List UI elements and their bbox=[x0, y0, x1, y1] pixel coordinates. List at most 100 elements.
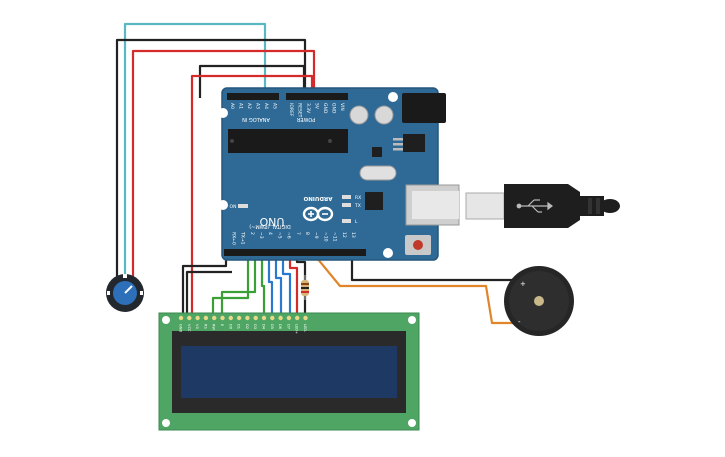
lcd-pin-label: D2 bbox=[245, 324, 249, 329]
power-pin-label: RESET bbox=[297, 103, 303, 118]
l-led-label: L bbox=[355, 219, 358, 225]
lcd-pin[interactable] bbox=[220, 315, 225, 321]
tx-led-label: TX bbox=[354, 203, 361, 209]
lcd-screen bbox=[181, 346, 397, 398]
mount-hole bbox=[162, 419, 170, 427]
lcd-pin[interactable] bbox=[195, 315, 200, 321]
digital-pin-label: ~11 bbox=[332, 232, 338, 242]
lcd-pin[interactable] bbox=[278, 315, 283, 321]
piezo-buzzer[interactable]: + - bbox=[504, 266, 574, 336]
digital-pin-label: 12 bbox=[341, 232, 347, 238]
crystal bbox=[359, 165, 397, 181]
lcd-pin[interactable] bbox=[253, 315, 258, 321]
power-header-label: POWER bbox=[296, 116, 315, 122]
lcd-pin[interactable] bbox=[212, 315, 217, 321]
lcd-pin[interactable] bbox=[203, 315, 209, 321]
arduino-logo bbox=[302, 206, 334, 222]
mount-hole bbox=[162, 316, 170, 324]
wire-buzzer-signal[interactable] bbox=[311, 251, 513, 325]
lcd-pin[interactable] bbox=[228, 315, 233, 321]
digital-pin-label: ~10 bbox=[322, 232, 328, 242]
wire-d6[interactable] bbox=[274, 252, 283, 318]
lcd-pin[interactable] bbox=[178, 315, 184, 321]
wire-e[interactable] bbox=[220, 252, 257, 318]
power-jack bbox=[402, 93, 446, 123]
voltage-regulator bbox=[403, 134, 425, 152]
analog-header[interactable] bbox=[227, 93, 279, 100]
on-led bbox=[238, 204, 248, 208]
digital-pin-label: TX→1 bbox=[240, 231, 246, 245]
wire-buzzer-gnd[interactable] bbox=[350, 252, 520, 282]
lcd-pin-label: D4 bbox=[262, 324, 266, 330]
lcd-pin-label: RS bbox=[203, 324, 207, 329]
wire-gnd-lcd-2[interactable] bbox=[181, 252, 228, 318]
usb-icon bbox=[516, 199, 553, 213]
digital-pin-label: ~5 bbox=[276, 232, 282, 239]
analog-pin-label: A1 bbox=[238, 103, 244, 109]
lcd-pin[interactable] bbox=[270, 315, 275, 321]
resistor[interactable] bbox=[301, 275, 309, 300]
wire-gnd-lcd[interactable] bbox=[198, 64, 306, 98]
lcd-pin[interactable] bbox=[286, 315, 292, 321]
lcd-pin[interactable] bbox=[261, 315, 267, 321]
wire-pot-wiper-teal[interactable] bbox=[123, 22, 267, 283]
lcd-pin-label: D1 bbox=[237, 324, 241, 329]
usb-cable[interactable] bbox=[465, 184, 620, 228]
buzzer-plus-label: + bbox=[520, 280, 526, 288]
digital-pin-label: 2 bbox=[249, 232, 255, 235]
lcd-pin[interactable] bbox=[245, 315, 250, 321]
digital-pin-label: 7 bbox=[295, 232, 301, 235]
reset-button-cap[interactable] bbox=[413, 240, 423, 250]
wire-5v-lcd[interactable] bbox=[190, 74, 314, 318]
mount-hole bbox=[408, 419, 416, 427]
tx-led bbox=[342, 203, 351, 207]
mount-hole bbox=[218, 108, 228, 118]
lcd-pin-label: D0 bbox=[228, 324, 232, 330]
lcd-pin-label: D5 bbox=[270, 324, 274, 329]
wire-rs[interactable] bbox=[211, 252, 250, 318]
power-pin-label: IOREF bbox=[288, 103, 294, 117]
wire-d5[interactable] bbox=[267, 252, 274, 318]
capacitor bbox=[374, 105, 394, 125]
lcd-pin[interactable] bbox=[187, 315, 192, 321]
digital-header-label: DIGITAL (PWM~) bbox=[249, 223, 291, 229]
mount-hole bbox=[218, 200, 228, 210]
digital-pin-label: 8 bbox=[304, 232, 310, 235]
wire-d7[interactable] bbox=[281, 252, 292, 318]
wire-pot-red[interactable] bbox=[131, 49, 316, 283]
digital-pin-label: 13 bbox=[350, 232, 356, 238]
analog-header-label: ANALOG IN bbox=[242, 116, 270, 122]
power-pin-label: 5V bbox=[314, 103, 320, 110]
lcd-pin-label: LED- bbox=[303, 324, 307, 333]
lcd-pin[interactable] bbox=[303, 315, 308, 321]
power-pin-label: GND bbox=[322, 103, 328, 114]
wire-d4[interactable] bbox=[260, 252, 266, 318]
buzzer-center bbox=[534, 296, 544, 306]
lcd-pin-label: E bbox=[220, 324, 224, 327]
digital-header[interactable] bbox=[224, 249, 366, 256]
power-header[interactable] bbox=[286, 93, 348, 100]
capacitor bbox=[349, 105, 369, 125]
analog-pin-label: A5 bbox=[272, 103, 278, 109]
digital-pin-label: 4 bbox=[267, 232, 273, 235]
rx-led-label: RX bbox=[355, 195, 361, 201]
mount-hole bbox=[408, 316, 416, 324]
analog-pin-label: A4 bbox=[263, 103, 269, 109]
lcd-pin[interactable] bbox=[295, 315, 300, 321]
potentiometer[interactable] bbox=[106, 274, 144, 312]
smd-chip bbox=[372, 147, 382, 157]
analog-pin-label: A2 bbox=[246, 103, 252, 109]
board-brand: ARDUINO bbox=[303, 195, 332, 201]
power-pin-label: GND bbox=[331, 103, 337, 114]
lcd-pin-label: GND bbox=[179, 324, 183, 332]
mount-hole bbox=[383, 248, 393, 258]
lcd-pin[interactable] bbox=[236, 315, 242, 321]
wire-gnd-lcd-3[interactable] bbox=[185, 270, 232, 318]
lcd-pin-label: RW bbox=[212, 324, 216, 330]
